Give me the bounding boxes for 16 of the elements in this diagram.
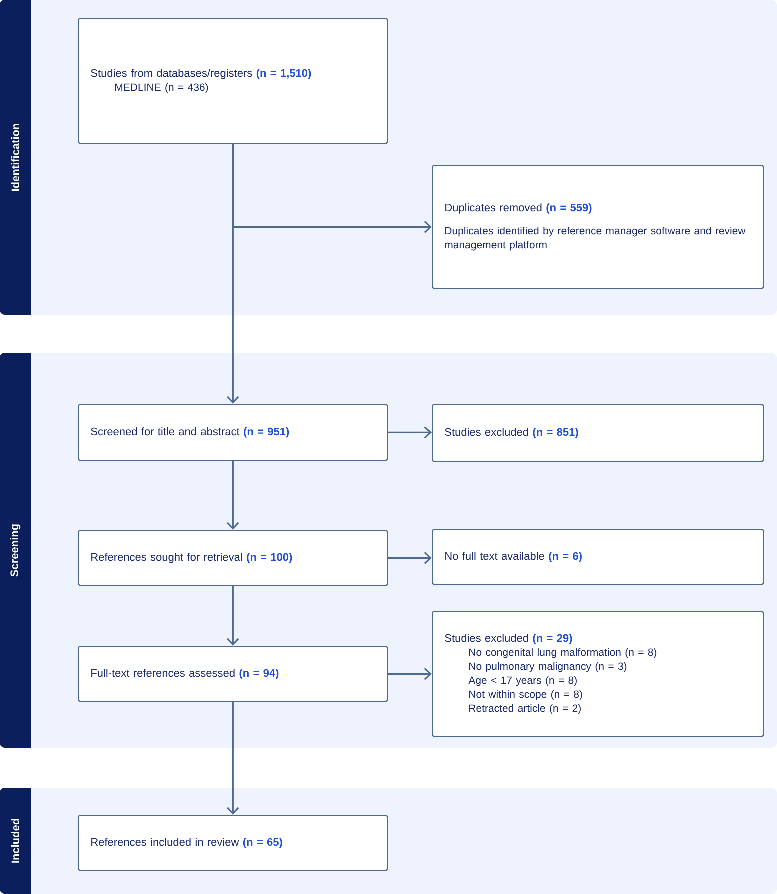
process-box: Studies excluded (n = 29) No congenital lung malformation (n = 8) No pulmonary malignancy (n = 3) Age < 17 years (n = 8) Not within scope (n = 8) Retracted article (n = 2)	[432, 611, 764, 738]
arrow	[227, 702, 240, 815]
process-box: References included in review (n = 65)	[78, 815, 388, 872]
process-box: Screened for title and abstract (n = 951)	[78, 404, 388, 462]
arrow	[227, 586, 240, 646]
process-box: References sought for retrieval (n = 100)	[78, 530, 388, 586]
arrow	[388, 668, 432, 680]
arrow	[227, 461, 240, 530]
process-box: No full text available (n = 6)	[432, 529, 764, 586]
process-box: Full-text references assessed (n = 94)	[78, 646, 388, 702]
arrow	[227, 144, 240, 404]
process-box: Duplicates removed (n = 559) Duplicates identified by reference manager software and review management platform	[432, 165, 764, 290]
arrow	[388, 552, 432, 564]
process-box: Studies excluded (n = 851)	[432, 404, 764, 462]
process-box: Studies from databases/registers (n = 1,510) MEDLINE (n = 436)	[78, 18, 388, 144]
arrow	[388, 426, 432, 439]
